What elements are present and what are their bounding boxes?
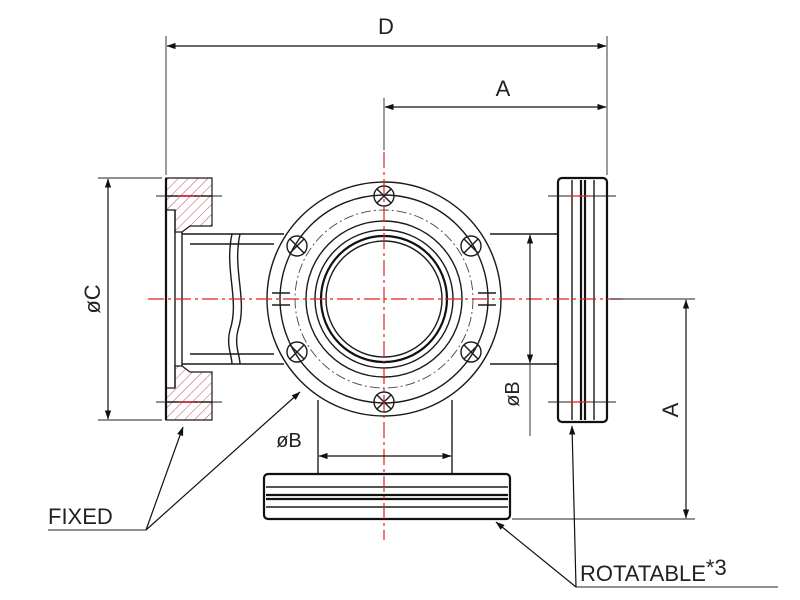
label-rotatable: ROTATABLE*3 bbox=[580, 555, 727, 586]
label-b-bottom: øB bbox=[276, 430, 302, 452]
label-a-top: A bbox=[496, 76, 511, 101]
dimension-lines bbox=[104, 42, 690, 519]
left-tube bbox=[182, 233, 284, 365]
extension-lines bbox=[98, 36, 695, 520]
left-fixed-flange bbox=[156, 177, 222, 421]
label-rotatable-text: ROTATABLE bbox=[580, 561, 706, 586]
label-fixed: FIXED bbox=[48, 504, 113, 529]
rotatable-leader-1 bbox=[569, 425, 577, 588]
leaders bbox=[48, 391, 778, 588]
bottom-rotatable-flange bbox=[262, 472, 512, 521]
bolt-hole-upper-left bbox=[286, 235, 308, 257]
bolt-hole-lower-left bbox=[286, 341, 308, 363]
label-rotatable-note: *3 bbox=[706, 555, 727, 580]
fixed-leader-1 bbox=[145, 426, 184, 531]
fixed-leader-2 bbox=[145, 391, 301, 531]
bolt-hole-upper-right bbox=[460, 235, 482, 257]
center-lines bbox=[148, 152, 625, 540]
labels: D A øC øB øB A FIXED ROTATABLE*3 bbox=[48, 14, 727, 586]
label-c: øC bbox=[80, 284, 105, 313]
label-b-right: øB bbox=[502, 381, 524, 407]
rotatable-leader-2 bbox=[495, 521, 577, 588]
label-a-right: A bbox=[658, 402, 683, 417]
bottom-tube bbox=[317, 400, 453, 474]
label-d: D bbox=[378, 14, 394, 39]
right-rotatable-flange bbox=[548, 176, 616, 424]
bolt-hole-lower-right bbox=[460, 341, 482, 363]
